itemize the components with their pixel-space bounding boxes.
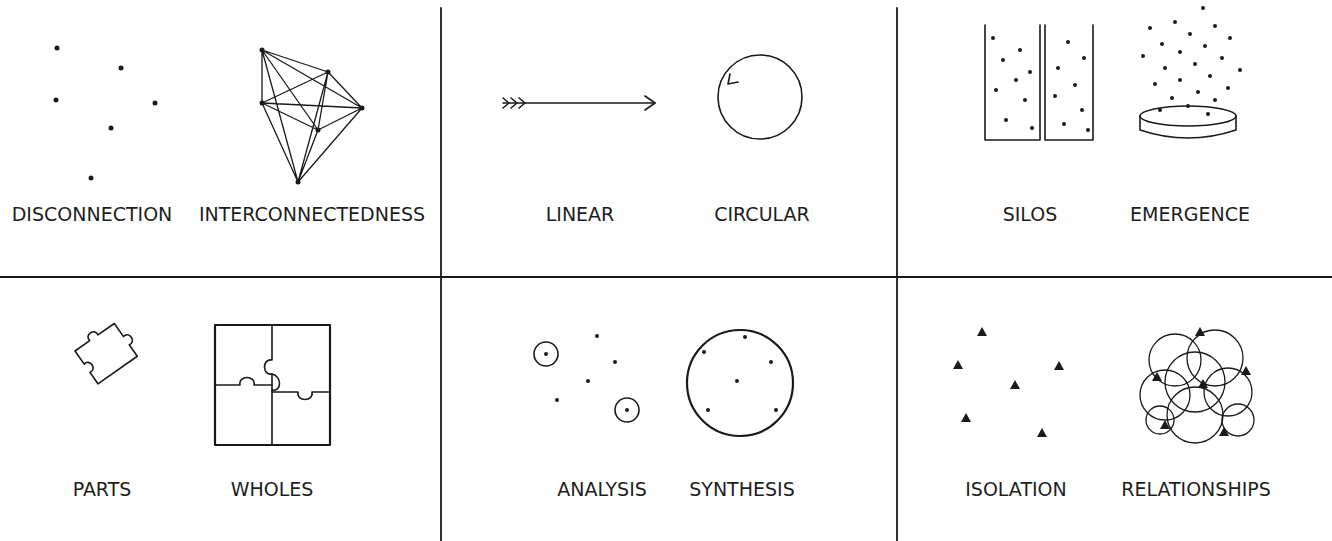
emergence-dish bbox=[1140, 6, 1242, 138]
puzzle-whole bbox=[215, 325, 330, 445]
relationship-circles bbox=[1140, 327, 1254, 443]
circular-arrow bbox=[718, 55, 802, 139]
network bbox=[260, 48, 365, 185]
divider bbox=[0, 276, 1332, 278]
puzzle-piece bbox=[72, 315, 143, 384]
concept-label: WHOLES bbox=[231, 478, 314, 500]
concept-label: LINEAR bbox=[546, 203, 615, 225]
silos bbox=[985, 25, 1093, 140]
divider bbox=[896, 8, 898, 541]
concept-label: PARTS bbox=[73, 478, 132, 500]
concept-label: SILOS bbox=[1003, 203, 1058, 225]
scattered-dots bbox=[54, 46, 158, 181]
isolated-triangles bbox=[953, 327, 1064, 437]
concept-label: DISCONNECTION bbox=[12, 203, 173, 225]
concept-label: EMERGENCE bbox=[1130, 203, 1250, 225]
concept-label: ISOLATION bbox=[965, 478, 1067, 500]
synthesis-circle bbox=[687, 330, 793, 436]
concept-label: RELATIONSHIPS bbox=[1121, 478, 1271, 500]
concept-label: SYNTHESIS bbox=[689, 478, 795, 500]
concept-label: CIRCULAR bbox=[714, 203, 810, 225]
divider bbox=[440, 8, 442, 541]
linear-arrow bbox=[503, 96, 655, 110]
concept-label: ANALYSIS bbox=[557, 478, 647, 500]
concept-label: INTERCONNECTEDNESS bbox=[199, 203, 425, 225]
analysis-dots bbox=[534, 334, 639, 422]
